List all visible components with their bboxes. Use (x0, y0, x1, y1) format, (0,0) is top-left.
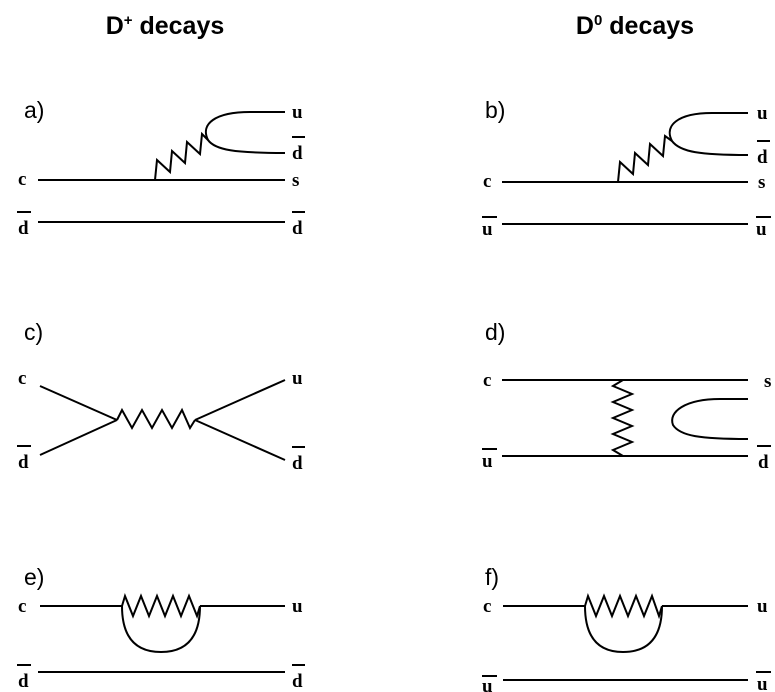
panel-label: a) (24, 97, 44, 123)
panel-label: c) (24, 319, 43, 345)
quark-label-out-bottom: d (292, 671, 303, 692)
panel-d: d) c u s d (482, 319, 771, 473)
quark-label-out-bottom: d (758, 452, 769, 473)
quark-line-out-bottom (194, 419, 286, 461)
panel-f: f) c u u u (482, 564, 771, 692)
quark-label-out-mid: d (757, 147, 768, 168)
quark-label-out-top: s (764, 371, 771, 392)
w-boson-propagator (154, 131, 209, 181)
quark-label-in-top: c (18, 368, 26, 389)
quark-label-in-top: c (18, 169, 26, 190)
quark-label-out-top: u (292, 102, 303, 123)
w-boson-propagator (617, 134, 673, 183)
panel-c: c) c d u d (17, 319, 305, 474)
w-boson-propagator (116, 407, 196, 431)
quark-label-out-bottom: u (756, 219, 767, 240)
panel-label: f) (485, 564, 499, 590)
quark-label-in-bottom: u (482, 219, 493, 240)
quark-loop (121, 605, 201, 654)
quark-pair-loop (205, 111, 286, 154)
quark-label-in-bottom: d (18, 452, 29, 473)
quark-pair-loop (668, 112, 749, 156)
quark-line-out-top (194, 379, 286, 421)
quark-label-out-top: u (757, 103, 768, 124)
panel-b: b) c u u d s u (482, 97, 771, 240)
quark-label-out-low: s (758, 172, 765, 193)
quark-label-in-top: c (18, 596, 26, 617)
quark-label-in-bottom: u (482, 676, 493, 692)
panel-e: e) c d u d (17, 564, 305, 692)
quark-line-in-bottom (39, 419, 118, 456)
header-dzero-decays: D0 decays (576, 12, 694, 40)
quark-label-in-bottom: d (18, 218, 29, 239)
quark-label-out-mid: d (292, 143, 303, 164)
quark-label-out-low: s (292, 170, 299, 191)
quark-pair-loop (671, 398, 749, 440)
panel-label: b) (485, 97, 505, 123)
quark-label-out-bottom: d (292, 218, 303, 239)
header-dplus-decays: D+ decays (106, 12, 225, 40)
quark-line-in-top (39, 385, 118, 421)
quark-label-out-top: u (757, 596, 768, 617)
w-boson-loop (584, 592, 663, 620)
quark-loop (584, 605, 663, 654)
quark-label-in-top: c (483, 171, 491, 192)
w-boson-exchange (610, 379, 635, 457)
quark-label-out-top: u (292, 596, 303, 617)
panel-label: d) (485, 319, 505, 345)
quark-label-out-bottom: u (757, 674, 768, 692)
quark-label-out-bottom: d (292, 453, 303, 474)
panel-label: e) (24, 564, 44, 590)
quark-label-in-bottom: d (18, 671, 29, 692)
quark-label-in-bottom: u (482, 451, 493, 472)
quark-label-in-top: c (483, 370, 491, 391)
w-boson-loop (121, 592, 201, 620)
quark-label-out-top: u (292, 368, 303, 389)
panel-a: a) c d u d s d (17, 97, 305, 239)
quark-label-in-top: c (483, 596, 491, 617)
